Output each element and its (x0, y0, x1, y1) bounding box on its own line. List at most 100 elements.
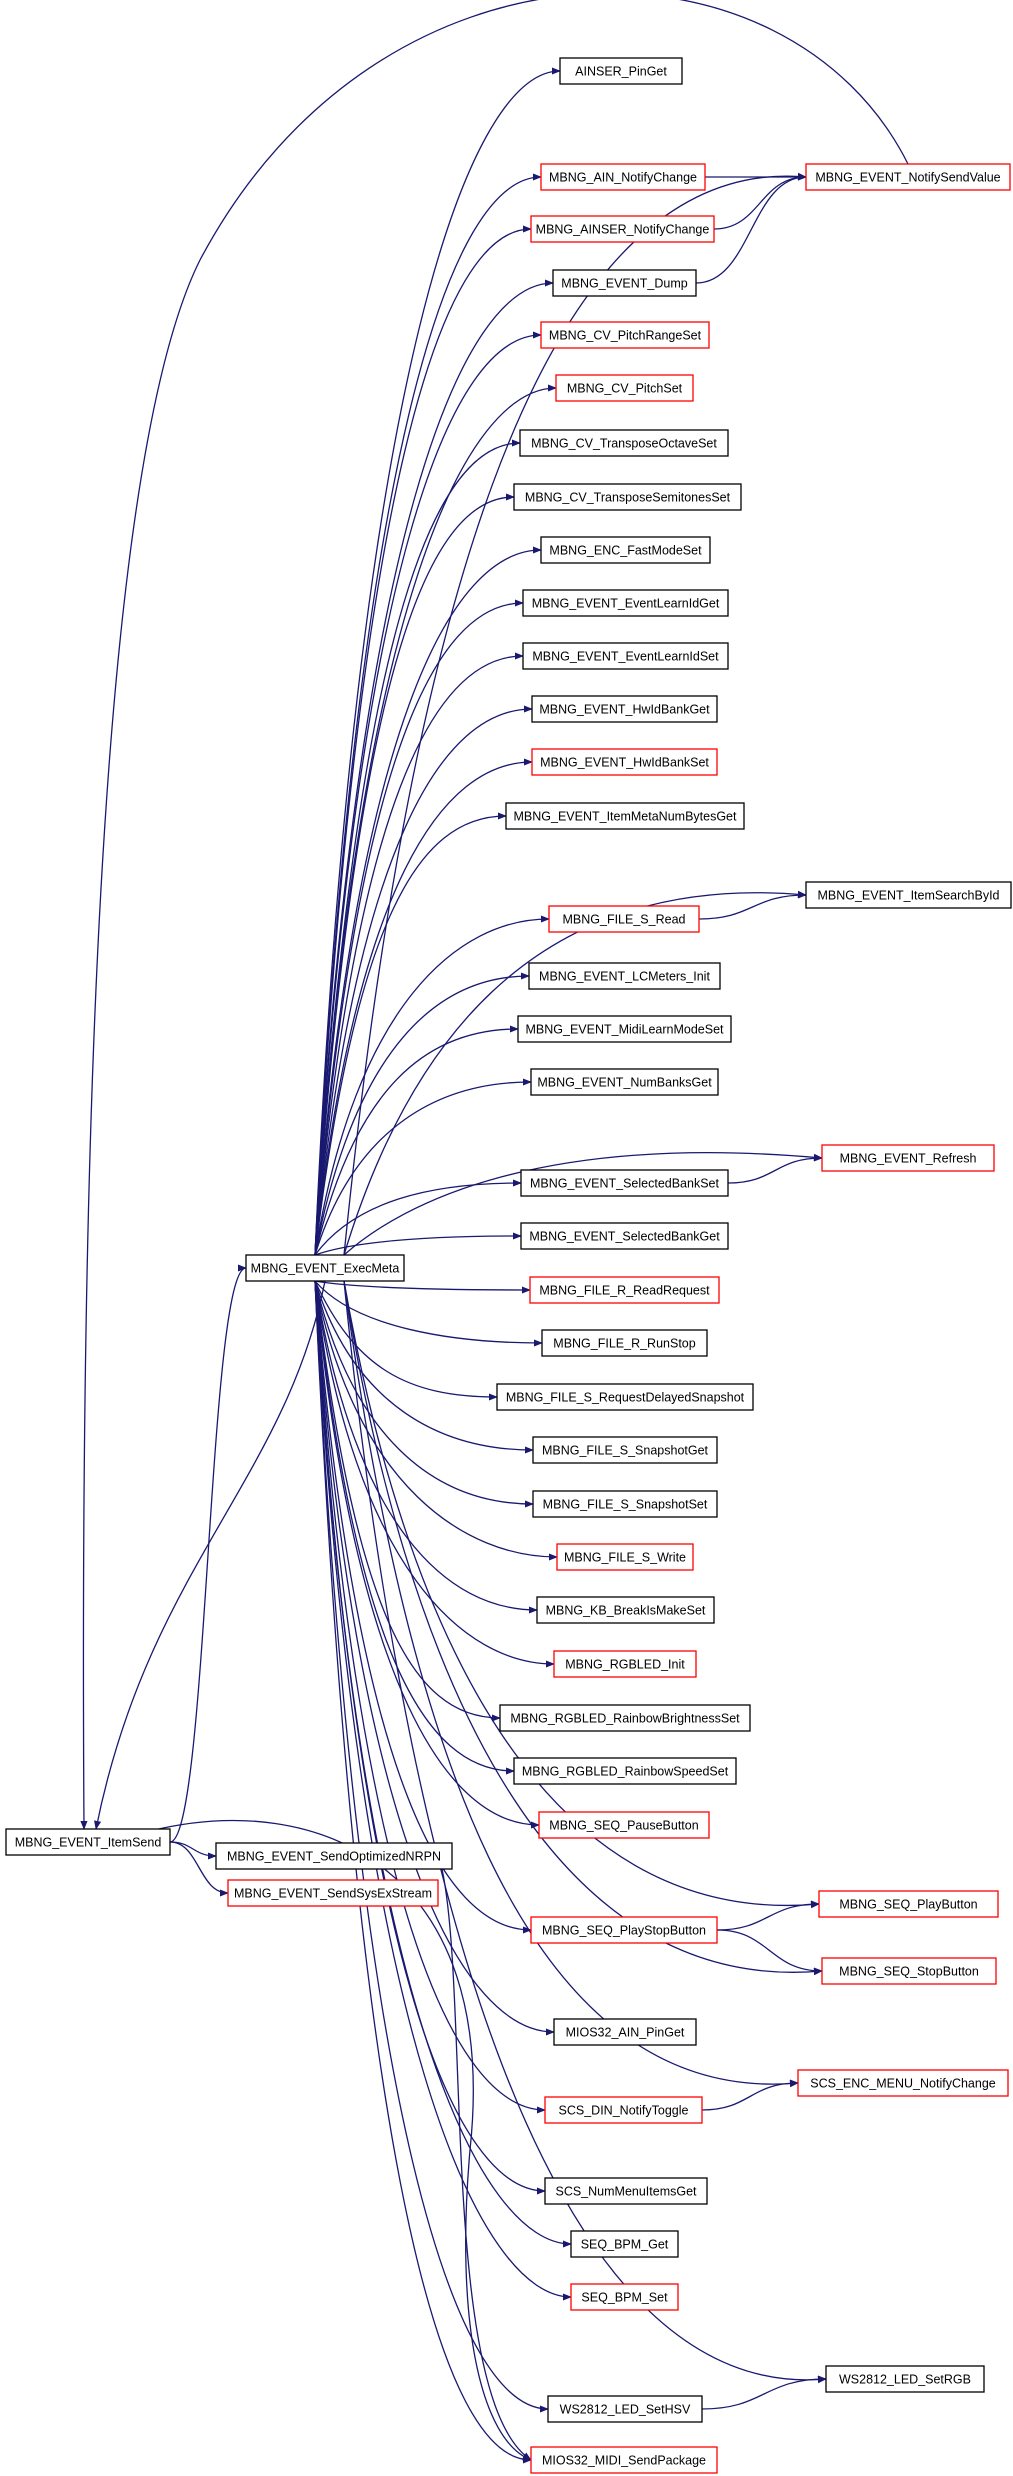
edge-execmeta-to-event_dump (314, 279, 554, 1256)
node-kb-breakis[interactable]: MBNG_KB_BreakIsMakeSet (536, 1596, 715, 1624)
node-label: MBNG_EVENT_HwIdBankSet (540, 756, 709, 770)
node-label: MBNG_EVENT_LCMeters_Init (539, 970, 710, 984)
node-hwidbank-set[interactable]: MBNG_EVENT_HwIdBankSet (531, 748, 718, 776)
node-scs-enc-menu[interactable]: SCS_ENC_MENU_NotifyChange (797, 2069, 1009, 2097)
node-label: MBNG_EVENT_SendSysExStream (234, 1887, 432, 1901)
node-file-s-read[interactable]: MBNG_FILE_S_Read (548, 905, 700, 933)
node-seq-play[interactable]: MBNG_SEQ_PlayButton (818, 1890, 999, 1918)
node-label: MBNG_SEQ_StopButton (839, 1965, 979, 1979)
node-seq-pause[interactable]: MBNG_SEQ_PauseButton (538, 1811, 710, 1839)
node-rgbled-init[interactable]: MBNG_RGBLED_Init (553, 1650, 697, 1678)
edge-execmeta-to-seq_bpm_set (314, 1280, 572, 2301)
node-box (540, 321, 710, 349)
edge-execmeta-to-ws_setrgb (343, 1280, 827, 2384)
node-label: MBNG_EVENT_EventLearnIdSet (532, 650, 719, 664)
node-lcmeters-init[interactable]: MBNG_EVENT_LCMeters_Init (528, 962, 721, 990)
edge-execmeta-to-cv_transsemi (314, 493, 515, 1256)
node-box (555, 374, 694, 402)
node-rgbled-rspeed[interactable]: MBNG_RGBLED_RainbowSpeedSet (513, 1757, 737, 1785)
node-mios-midi-send[interactable]: MIOS32_MIDI_SendPackage (530, 2446, 718, 2474)
node-file-s-reqsnap[interactable]: MBNG_FILE_S_RequestDelayedSnapshot (496, 1383, 754, 1411)
node-box (552, 269, 697, 297)
node-sendoptnrpn[interactable]: MBNG_EVENT_SendOptimizedNRPN (215, 1842, 453, 1870)
node-execmeta[interactable]: MBNG_EVENT_ExecMeta (245, 1254, 405, 1282)
node-rgbled-rbright[interactable]: MBNG_RGBLED_RainbowBrightnessSet (499, 1704, 751, 1732)
node-label: MBNG_SEQ_PlayButton (839, 1898, 977, 1912)
node-ws-sethsv[interactable]: WS2812_LED_SetHSV (547, 2395, 703, 2423)
edge-execmeta-to-seq_playstop (314, 1280, 532, 1934)
node-cv-pitchset[interactable]: MBNG_CV_PitchSet (555, 374, 694, 402)
edge-layer (80, 0, 909, 2464)
node-seq-stop[interactable]: MBNG_SEQ_StopButton (821, 1957, 997, 1985)
node-itemsearchbyid[interactable]: MBNG_EVENT_ItemSearchById (805, 881, 1012, 909)
node-label: MBNG_AINSER_NotifyChange (536, 223, 710, 237)
node-label: SCS_DIN_NotifyToggle (559, 2104, 689, 2118)
node-box (540, 536, 711, 564)
edge-execmeta-to-midilearn (314, 1025, 519, 1256)
node-label: MBNG_EVENT_NumBanksGet (537, 1076, 712, 1090)
node-ainser-pinget[interactable]: AINSER_PinGet (559, 57, 683, 85)
node-box (215, 1842, 453, 1870)
node-event-dump[interactable]: MBNG_EVENT_Dump (552, 269, 697, 297)
node-file-s-snapget[interactable]: MBNG_FILE_S_SnapshotGet (532, 1436, 718, 1464)
node-seq-bpm-get[interactable]: SEQ_BPM_Get (570, 2230, 679, 2258)
node-label: MBNG_RGBLED_RainbowBrightnessSet (510, 1712, 740, 1726)
node-ainser-notify[interactable]: MBNG_AINSER_NotifyChange (530, 215, 715, 243)
node-label: MBNG_EVENT_EventLearnIdGet (532, 597, 720, 611)
node-label: MBNG_FILE_S_SnapshotSet (543, 1498, 708, 1512)
edge-execmeta-to-file_s_snapset (314, 1280, 534, 1508)
edge-execmeta-to-learnid_set (314, 652, 524, 1256)
node-refresh[interactable]: MBNG_EVENT_Refresh (821, 1144, 995, 1172)
node-file-s-snapset[interactable]: MBNG_FILE_S_SnapshotSet (532, 1490, 718, 1518)
node-ain-notify[interactable]: MBNG_AIN_NotifyChange (540, 163, 706, 191)
node-selbank-get[interactable]: MBNG_EVENT_SelectedBankGet (520, 1222, 729, 1250)
edge-execmeta-to-scs_din (314, 1280, 546, 2114)
node-numbanks[interactable]: MBNG_EVENT_NumBanksGet (530, 1068, 719, 1096)
edge-event_dump-to-notifysendvalue (695, 173, 807, 284)
node-seq-bpm-set[interactable]: SEQ_BPM_Set (570, 2283, 679, 2311)
node-label: MBNG_FILE_S_Write (564, 1551, 686, 1565)
node-enc-fastmode[interactable]: MBNG_ENC_FastModeSet (540, 536, 711, 564)
node-label: AINSER_PinGet (575, 65, 667, 79)
edge-execmeta-to-refresh (343, 1152, 823, 1256)
node-box (538, 1811, 710, 1839)
node-ws-setrgb[interactable]: WS2812_LED_SetRGB (825, 2365, 985, 2393)
node-scs-din[interactable]: SCS_DIN_NotifyToggle (544, 2096, 703, 2124)
node-learnid-get[interactable]: MBNG_EVENT_EventLearnIdGet (522, 589, 729, 617)
node-box (553, 1650, 697, 1678)
edge-execmeta-to-hwidbank_set (314, 758, 533, 1256)
node-file-r-runstop[interactable]: MBNG_FILE_R_RunStop (541, 1329, 708, 1357)
node-itemsend[interactable]: MBNG_EVENT_ItemSend (5, 1828, 171, 1856)
edge-execmeta-to-file_s_read (314, 915, 550, 1256)
edge-ws_sethsv-to-ws_setrgb (701, 2375, 827, 2410)
node-file-r-readreq[interactable]: MBNG_FILE_R_ReadRequest (529, 1276, 720, 1304)
node-itemmeta-num[interactable]: MBNG_EVENT_ItemMetaNumBytesGet (505, 802, 745, 830)
node-cv-transsemi[interactable]: MBNG_CV_TransposeSemitonesSet (513, 483, 742, 511)
edge-execmeta-to-file_r_readreq (314, 1280, 531, 1294)
edge-itemsend-to-sendoptnrpn (169, 1841, 217, 1860)
node-label: MBNG_FILE_R_ReadRequest (539, 1284, 710, 1298)
node-hwidbank-get[interactable]: MBNG_EVENT_HwIdBankGet (531, 695, 718, 723)
node-midilearn[interactable]: MBNG_EVENT_MidiLearnModeSet (517, 1015, 732, 1043)
node-selbank-set[interactable]: MBNG_EVENT_SelectedBankSet (520, 1169, 729, 1197)
node-box (805, 163, 1011, 191)
node-label: MBNG_EVENT_NotifySendValue (815, 171, 1000, 185)
node-file-s-write[interactable]: MBNG_FILE_S_Write (556, 1543, 694, 1571)
node-notifysendvalue[interactable]: MBNG_EVENT_NotifySendValue (805, 163, 1011, 191)
node-box (530, 1068, 719, 1096)
node-learnid-set[interactable]: MBNG_EVENT_EventLearnIdSet (522, 642, 729, 670)
node-label: MBNG_RGBLED_Init (565, 1658, 685, 1672)
node-label: MIOS32_AIN_PinGet (566, 2026, 685, 2040)
node-label: MBNG_FILE_R_RunStop (553, 1337, 695, 1351)
node-seq-playstop[interactable]: MBNG_SEQ_PlayStopButton (530, 1916, 718, 1944)
node-box (227, 1879, 439, 1907)
node-mios-ain-pinget[interactable]: MIOS32_AIN_PinGet (553, 2018, 697, 2046)
node-cv-transoct[interactable]: MBNG_CV_TransposeOctaveSet (519, 429, 729, 457)
node-scs-nummenu[interactable]: SCS_NumMenuItemsGet (544, 2177, 708, 2205)
edge-execmeta-to-file_s_write (314, 1280, 558, 1561)
node-cv-pitchrange[interactable]: MBNG_CV_PitchRangeSet (540, 321, 710, 349)
node-box (797, 2069, 1009, 2097)
node-box (520, 1222, 729, 1250)
node-sendsysex[interactable]: MBNG_EVENT_SendSysExStream (227, 1879, 439, 1907)
node-box (821, 1957, 997, 1985)
